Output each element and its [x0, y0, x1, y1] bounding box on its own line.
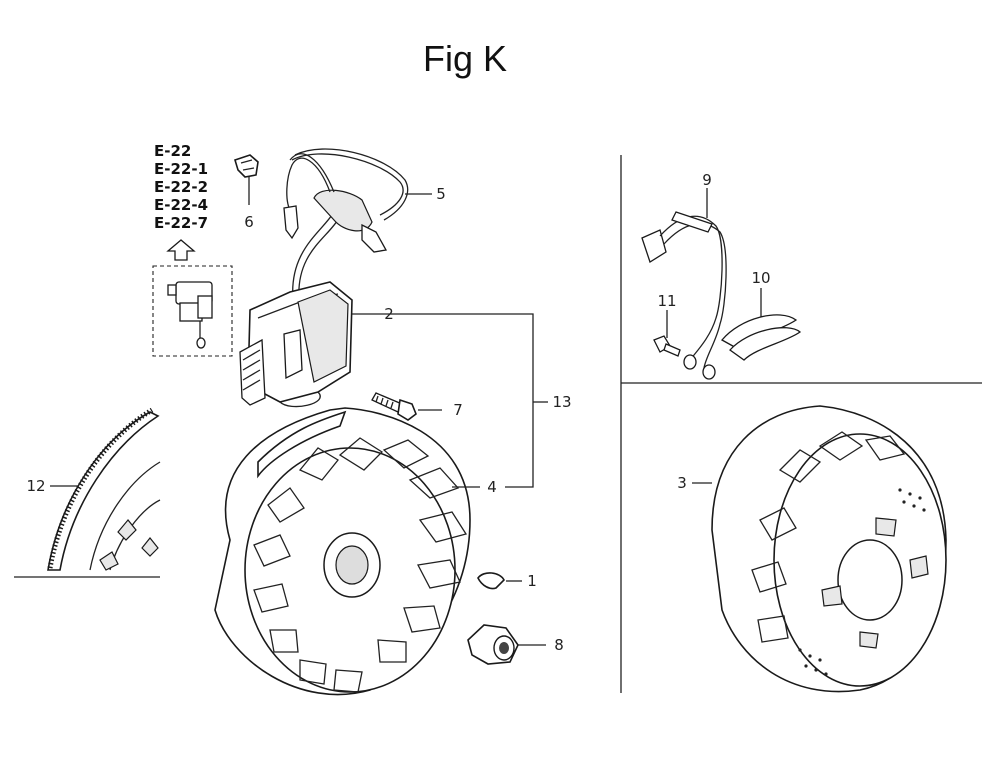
reference-code-e22-2: E-22-2 — [154, 178, 209, 196]
reference-code-e22-1: E-22-1 — [154, 160, 209, 178]
clip-part — [234, 154, 259, 205]
callout-4: 4 — [487, 478, 497, 496]
figure-title: Fig K — [422, 38, 508, 79]
ring-gear-part — [47, 407, 161, 571]
wire-harness-part — [641, 188, 727, 380]
callout-2: 2 — [384, 305, 394, 323]
callout-7: 7 — [453, 401, 463, 419]
reference-code-e22-4: E-22-4 — [154, 196, 209, 214]
reference-code-e22: E-22 — [154, 142, 192, 160]
callout-10: 10 — [751, 269, 771, 287]
wire-clamp-part — [721, 288, 802, 361]
flange-nut-part — [467, 624, 546, 665]
ignition-coil-part — [239, 281, 548, 488]
divider-lines — [14, 155, 982, 693]
callout-11: 11 — [657, 292, 677, 310]
callout-12: 12 — [26, 477, 46, 495]
callout-6: 6 — [244, 213, 254, 231]
callout-3: 3 — [677, 474, 687, 492]
flywheel-rear-part — [692, 405, 947, 693]
screw-part — [653, 310, 681, 357]
spark-plug-lead-part — [283, 148, 432, 301]
callout-8: 8 — [554, 636, 564, 654]
callout-9: 9 — [702, 171, 712, 189]
callout-1: 1 — [527, 572, 537, 590]
woodruff-key-part — [477, 572, 522, 590]
flywheel-part — [214, 407, 480, 696]
bolt-part — [371, 392, 442, 421]
reference-arrow-icon — [166, 239, 196, 261]
callout-13: 13 — [552, 393, 572, 411]
reference-code-e22-7: E-22-7 — [154, 214, 209, 232]
callout-5: 5 — [436, 185, 446, 203]
optional-coil-part — [167, 281, 213, 349]
